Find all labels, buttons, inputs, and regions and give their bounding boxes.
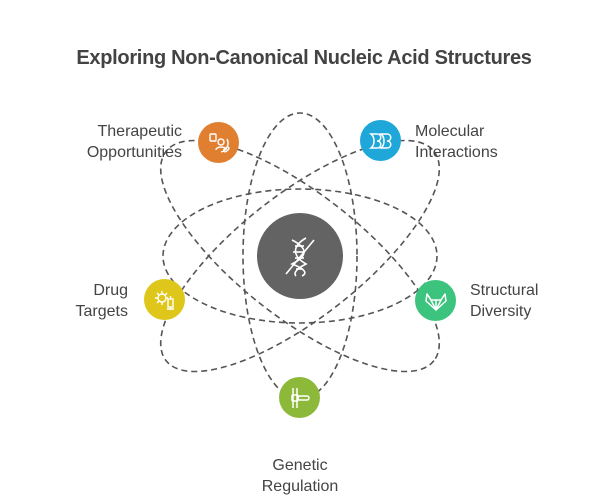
label-line: Regulation [261,478,339,495]
label-line: Molecular [415,123,485,140]
gene-switch-icon [290,387,310,408]
label-drug-targets: Drug Targets [76,280,128,322]
node-structural-diversity [415,280,456,321]
label-molecular-interactions: Molecular Interactions [415,121,498,163]
label-genetic-regulation: Genetic Regulation [240,455,360,497]
center-node [254,210,346,302]
orbit-horizontal [162,188,438,324]
node-genetic-regulation [279,377,320,418]
label-therapeutic-opportunities: Therapeutic Opportunities [87,121,182,163]
orbit-tilted-right [159,139,441,373]
label-line: Targets [75,303,128,320]
geometric-fox-icon [424,292,447,311]
label-line: Genetic [272,457,328,474]
node-molecular-interactions [360,120,401,161]
label-structural-diversity: Structural Diversity [470,280,538,322]
diagram-title: Exploring Non-Canonical Nucleic Acid Str… [76,47,532,69]
label-line: Therapeutic [97,123,183,140]
virus-syringe-icon [154,290,174,310]
orbit-tilted-left [159,139,441,373]
label-line: Opportunities [86,144,182,161]
interlocking-molecules-icon [368,132,391,149]
label-line: Structural [470,282,539,299]
label-line: Interactions [415,144,498,161]
node-drug-targets [144,279,185,320]
label-line: Drug [93,282,128,299]
label-line: Diversity [470,303,532,320]
node-therapeutic-opportunities [198,122,239,163]
patient-therapy-icon [208,132,230,153]
dna-crossed-icon [285,237,315,277]
